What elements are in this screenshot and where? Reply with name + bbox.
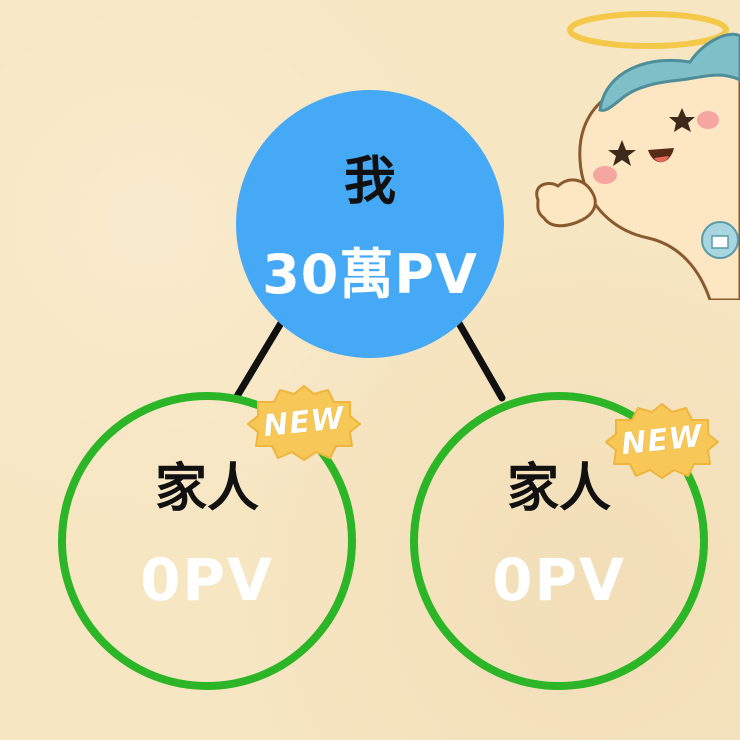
child-node-name: 家人: [154, 459, 259, 519]
new-badge-right: NEW: [604, 400, 720, 480]
new-burst-badge-icon: [605, 403, 719, 479]
angel-mascot-icon: [535, 11, 740, 300]
new-badge-label: NEW: [619, 418, 705, 462]
new-burst-badge-icon: [247, 385, 361, 461]
root-node-name: 我: [343, 152, 396, 212]
child-node-name: 家人: [506, 459, 611, 519]
child-node-pv: 0PV: [492, 546, 626, 614]
child-node-left: 家人 0PV: [58, 392, 356, 690]
connector-left: [232, 314, 288, 402]
root-node-pv: 30萬PV: [262, 243, 478, 306]
child-node-right: 家人 0PV: [410, 392, 708, 690]
root-node: 我 30萬PV: [236, 90, 504, 358]
new-badge-label: NEW: [261, 400, 347, 444]
new-badge-left: NEW: [246, 382, 362, 462]
child-node-pv: 0PV: [140, 546, 274, 614]
connector-right: [452, 314, 506, 402]
